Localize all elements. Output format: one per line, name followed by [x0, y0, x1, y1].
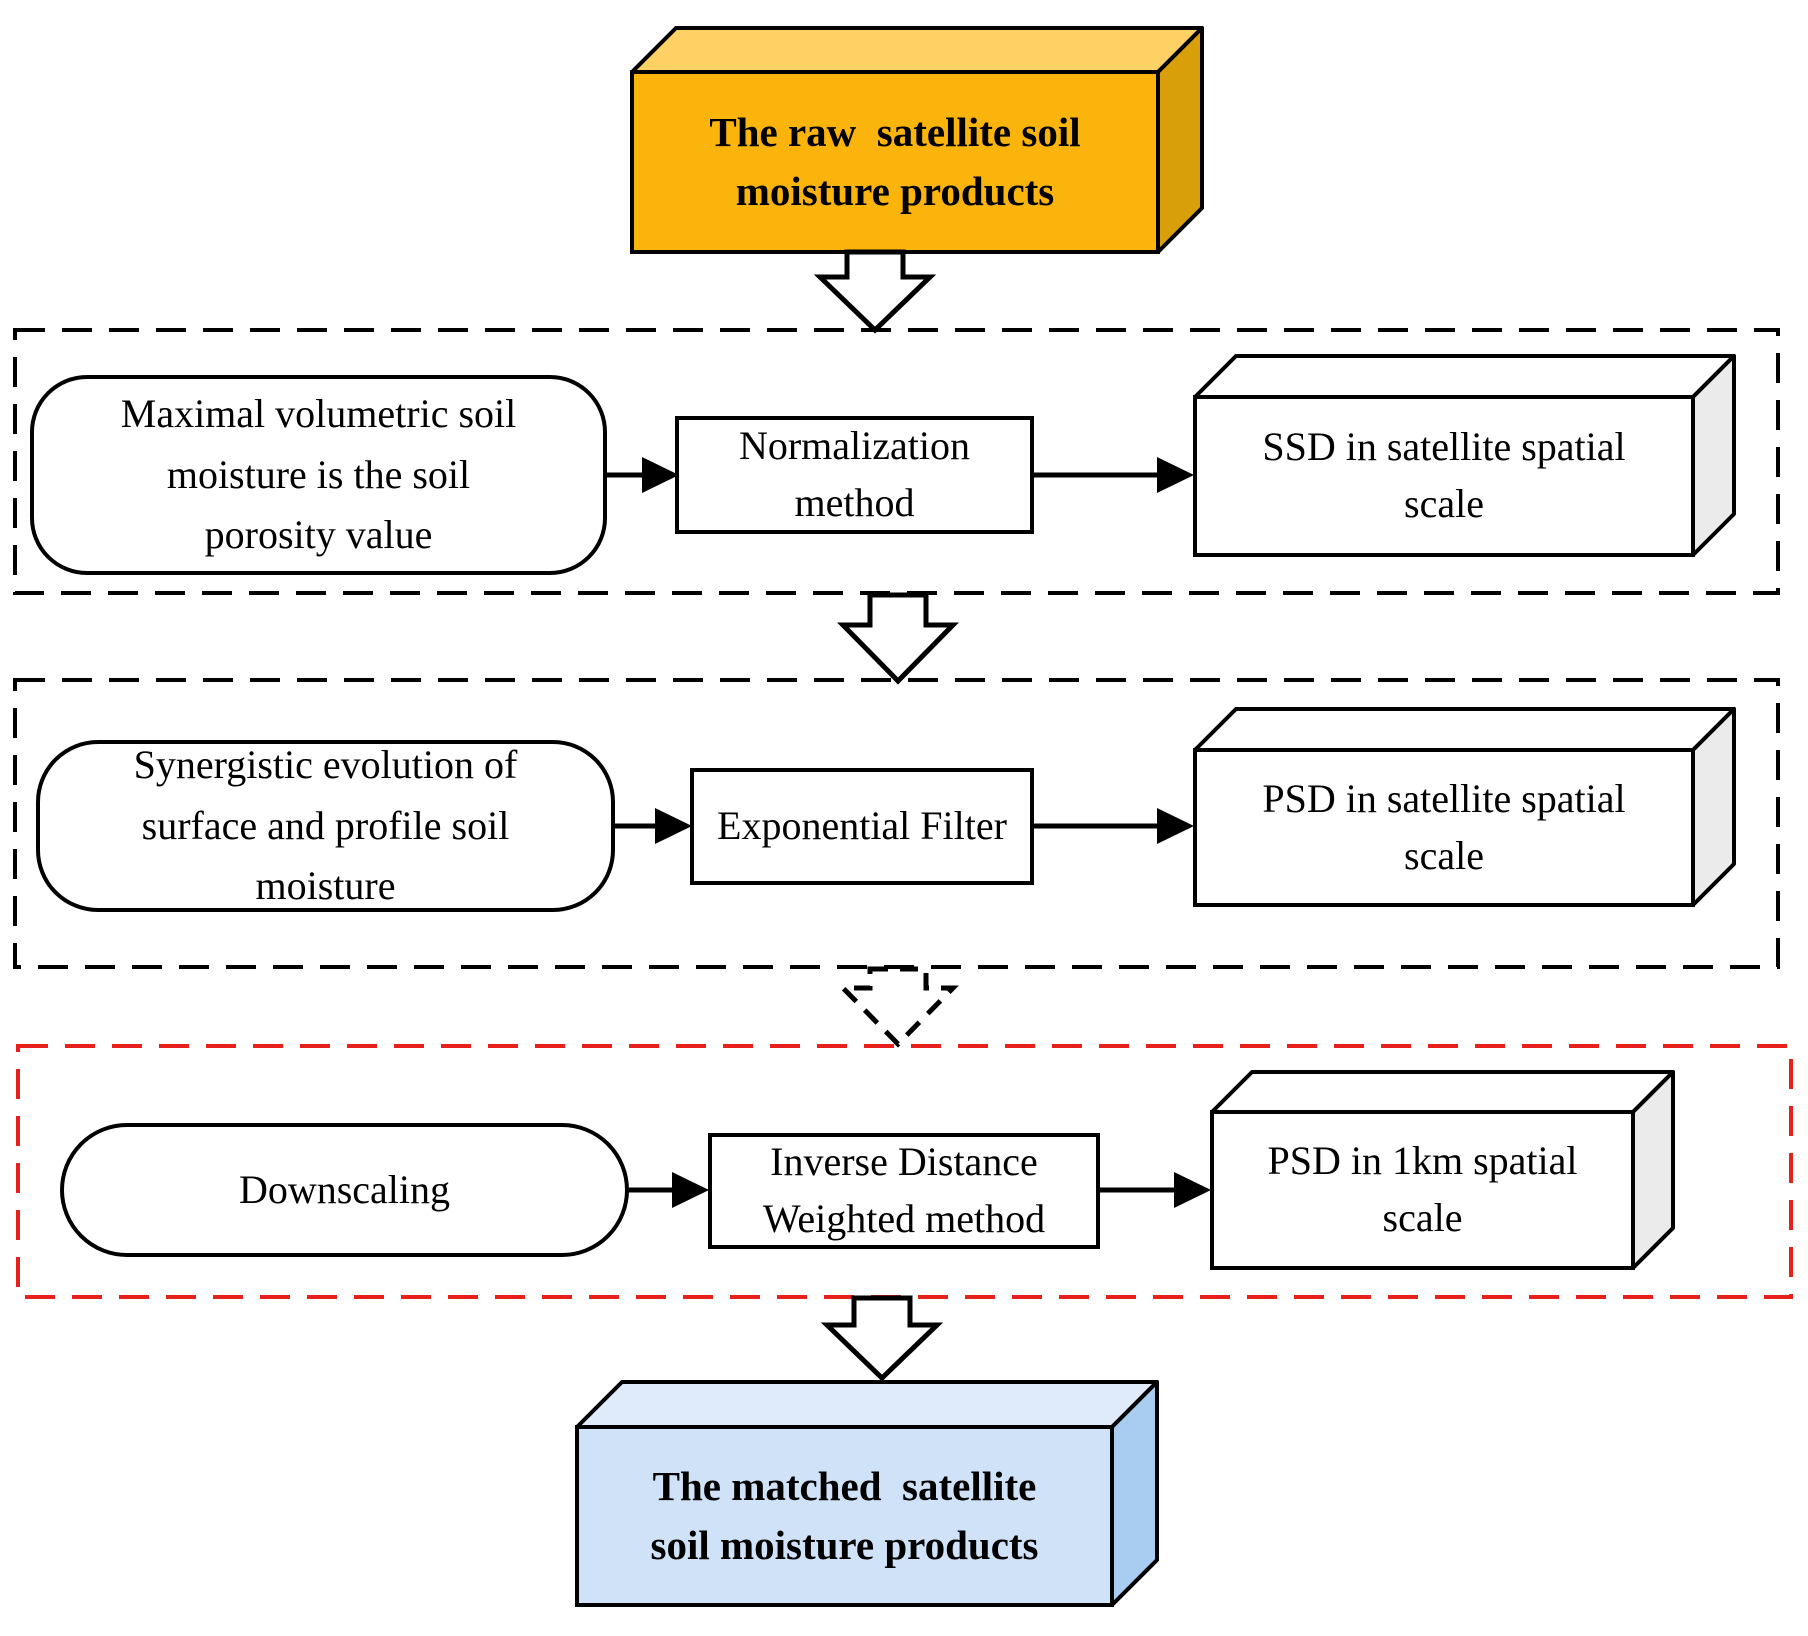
psd-satellite-front-face	[1193, 748, 1695, 907]
arrowhead-icon	[655, 808, 692, 844]
stage2-dashed-container	[13, 678, 1780, 969]
matched-products-top-face	[575, 1380, 1159, 1429]
ssd-top-face	[1193, 354, 1736, 399]
row2-arrow-method-to-output	[1032, 808, 1194, 844]
row2-output-3d-box	[1193, 707, 1736, 907]
down-arrow-2	[837, 592, 959, 685]
arrowhead-icon	[1157, 808, 1194, 844]
arrowhead-icon	[642, 457, 679, 493]
row3-arrow-method-to-output	[1098, 1172, 1211, 1208]
row2-arrow-input-to-method	[613, 808, 692, 844]
matched-products-3d-box	[575, 1380, 1159, 1607]
row1-arrow-method-to-output	[1032, 457, 1194, 493]
stage3-red-dashed-container	[16, 1044, 1793, 1299]
row1-method-box	[675, 416, 1034, 534]
raw-products-front-face	[630, 70, 1160, 254]
matched-products-front-face	[575, 1425, 1114, 1607]
arrowhead-icon	[1157, 457, 1194, 493]
row2-method-box	[690, 768, 1034, 885]
arrowhead-icon	[1174, 1172, 1211, 1208]
psd-1km-top-face	[1210, 1070, 1675, 1114]
row3-input-rounded-box	[60, 1123, 629, 1257]
row3-method-box	[708, 1133, 1100, 1249]
down-arrow-1	[813, 249, 937, 334]
stage1-dashed-container	[13, 328, 1780, 595]
raw-products-top-face	[630, 26, 1204, 74]
row1-input-rounded-box	[30, 375, 607, 575]
psd-1km-front-face	[1210, 1110, 1635, 1270]
ssd-front-face	[1193, 395, 1695, 557]
psd-satellite-top-face	[1193, 707, 1736, 752]
arrowhead-icon	[672, 1172, 709, 1208]
down-arrow-4	[820, 1295, 944, 1382]
row1-arrow-input-to-method	[605, 457, 679, 493]
row3-arrow-input-to-method	[627, 1172, 709, 1208]
row3-output-3d-box	[1210, 1070, 1675, 1270]
row1-output-3d-box	[1193, 354, 1736, 557]
row2-input-rounded-box	[36, 740, 615, 912]
down-arrow-3-dashed	[837, 966, 959, 1048]
raw-products-3d-box	[630, 26, 1204, 254]
